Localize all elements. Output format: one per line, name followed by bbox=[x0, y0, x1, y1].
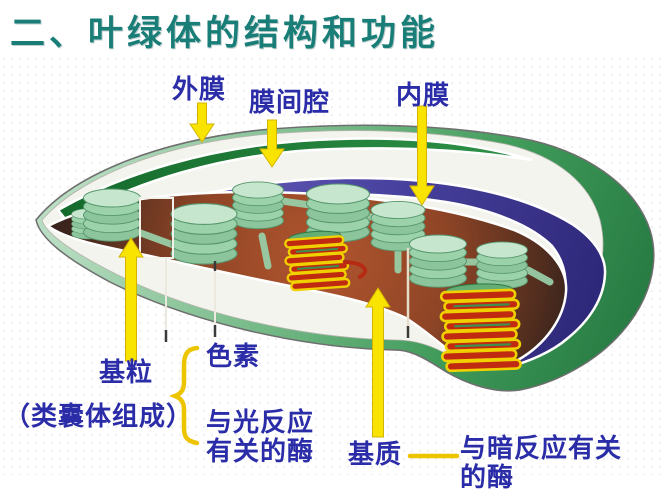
pointer-arrows bbox=[118, 102, 435, 438]
label-intermembrane-space: 膜间腔 bbox=[249, 87, 331, 117]
granum-contents-brace bbox=[168, 345, 200, 446]
outer-membrane-arrow bbox=[189, 102, 215, 143]
stroma-arrow bbox=[365, 287, 391, 438]
label-granum: 基粒 bbox=[99, 357, 154, 387]
label-light-reaction-enzymes: 与光反应 有关的酶 bbox=[206, 407, 315, 466]
thylakoid-coil-large bbox=[439, 283, 522, 373]
label-pigment: 色素 bbox=[206, 341, 261, 371]
slide-title: 二、叶绿体的结构和功能 bbox=[10, 14, 440, 53]
label-outer-membrane: 外膜 bbox=[172, 74, 227, 104]
intermembrane-space-arrow bbox=[259, 119, 285, 168]
label-granum-note: （类囊体组成） bbox=[4, 401, 194, 431]
label-dark-reaction-enzymes: 与暗反应有关 的酶 bbox=[460, 433, 623, 492]
label-stroma: 基质 bbox=[348, 439, 403, 469]
inner-membrane-arrow bbox=[409, 105, 435, 206]
granum-callout-frame bbox=[139, 197, 410, 342]
outer-membrane-cut-band bbox=[56, 137, 533, 222]
granum-arrow bbox=[118, 237, 144, 362]
thylakoid-coil-small bbox=[284, 230, 367, 292]
label-inner-membrane: 内膜 bbox=[396, 80, 451, 110]
